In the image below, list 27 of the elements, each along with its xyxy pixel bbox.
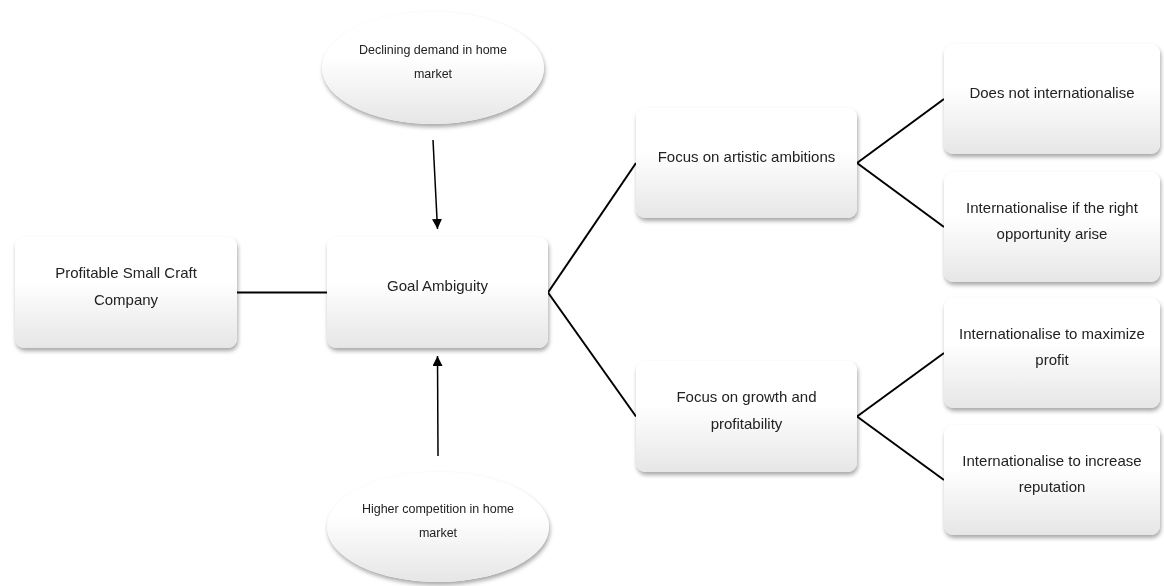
node-label: Internationalise to maximize profit	[958, 323, 1146, 370]
rounded-box	[944, 298, 1160, 408]
arrow	[432, 139, 442, 230]
rounded-box	[944, 425, 1160, 535]
node-label: Does not internationalise	[969, 82, 1135, 103]
connector-line	[547, 162, 637, 294]
rounded-box	[636, 361, 857, 472]
node-label: Internationalise if the right opportunity arise	[965, 197, 1139, 244]
connector-line	[856, 162, 945, 228]
rounded-box	[944, 172, 1160, 282]
rounded-box	[944, 44, 1160, 154]
connector-line	[547, 291, 637, 418]
connector-line	[856, 415, 945, 481]
connector-line	[236, 291, 328, 294]
rounded-box	[15, 237, 237, 348]
connector-line	[856, 98, 945, 164]
node-label: Internationalise to increase reputation	[961, 450, 1143, 497]
rounded-box	[636, 108, 857, 218]
node-label: Profitable Small Craft Company	[54, 263, 198, 310]
node-label: Higher competition in home market	[360, 501, 516, 542]
connector-line	[856, 352, 945, 418]
node-label: Focus on growth and profitability	[675, 387, 818, 434]
node-label: Goal Ambiguity	[387, 276, 488, 297]
arrow	[432, 355, 443, 457]
rounded-box	[327, 237, 548, 348]
node-label: Focus on artistic ambitions	[657, 146, 836, 167]
node-label: Declining demand in home market	[358, 42, 508, 83]
